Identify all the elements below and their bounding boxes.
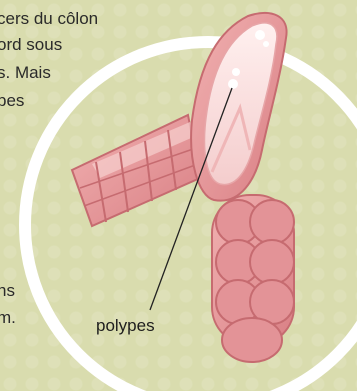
circle-ring (25, 42, 357, 391)
polyp-4 (228, 79, 238, 89)
colon-vertical-segment (212, 195, 294, 362)
polyp-1 (255, 30, 265, 40)
polyp-2 (263, 41, 269, 47)
colon-horizontal-segment (72, 115, 200, 226)
polyp-label: polypes (96, 316, 155, 336)
polyp-3 (232, 68, 240, 76)
